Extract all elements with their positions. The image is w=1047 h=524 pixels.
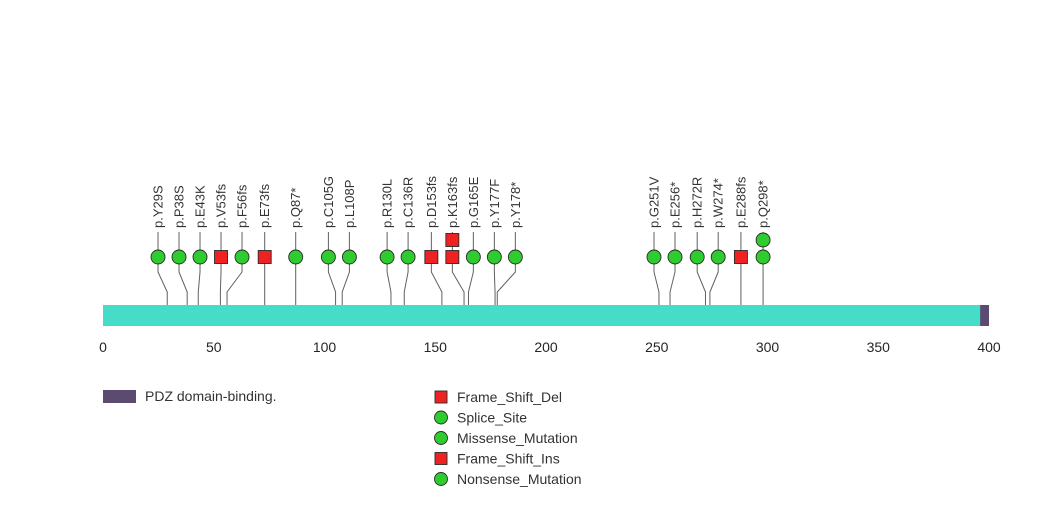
mutation-marker-circle [379,249,395,265]
mutation-marker-circle [667,249,683,265]
mutation-stick [386,232,392,305]
mutation-marker-square [257,250,272,264]
mutation-marker-circle [150,249,166,265]
mutation-stick [219,232,222,305]
protein-bar [103,305,989,326]
axis-tick-label: 300 [756,339,780,355]
mutation-label: p.H272R [690,177,705,228]
mutation-label: p.C136R [401,177,416,228]
mutation-label: p.E43K [193,185,208,228]
axis-tick-label: 250 [645,339,669,355]
mutation-stick [669,232,676,305]
mutation-marker-circle [341,249,357,265]
mutation-stick [696,232,706,305]
mutation-label: p.Y178* [508,182,523,228]
mutation-label: p.Q87* [288,188,303,228]
mutation-label: p.L108P [342,180,357,228]
axis-tick-label: 50 [206,339,222,355]
mutation-marker-circle [400,249,416,265]
mutation-label: p.K163fs [445,176,460,228]
mutation-stick [653,232,660,305]
mutation-label: p.F56fs [235,184,250,228]
mutation-stick [178,232,188,305]
mutation-marker-square [445,233,460,247]
mutation-marker-square [214,250,228,264]
legend-item-label: Frame_Shift_Ins [457,451,560,467]
mutation-stick [467,232,474,305]
mutation-stick [709,232,719,305]
legend-marker-square [434,452,448,465]
legend-marker-circle [434,472,448,486]
mutation-marker-circle [465,249,481,265]
axis-tick-label: 150 [424,339,448,355]
mutation-label: p.Y177F [487,179,502,228]
mutation-marker-square [445,250,460,264]
legend-domain-swatch [103,390,136,403]
protein-domain [980,305,989,326]
mutation-stick [496,232,516,305]
mutation-label: p.R130L [380,179,395,228]
legend-item-label: Missense_Mutation [457,430,578,446]
mutation-label: p.Y29S [151,185,166,228]
mutation-marker-circle [689,249,705,265]
mutation-stick [157,232,168,305]
mutation-label: p.C105G [321,176,336,228]
mutation-stick [403,232,409,305]
mutation-marker-square [424,250,439,264]
mutation-marker-square [733,250,748,264]
mutation-stick [430,232,443,305]
mutation-marker-circle [234,249,250,265]
axis-tick-label: 100 [313,339,337,355]
mutation-marker-circle [320,249,336,265]
legend-item-label: Splice_Site [457,410,527,426]
mutation-marker-circle [486,249,502,265]
mutation-label: p.V53fs [214,183,229,228]
mutation-label: p.E256* [668,182,683,228]
mutation-marker-circle [288,249,304,265]
mutation-marker-circle [507,249,523,265]
mutation-marker-circle [171,249,187,265]
mutation-stick [327,232,337,305]
legend-marker-circle [434,431,448,445]
axis-tick-label: 0 [99,339,107,355]
axis-tick-label: 400 [977,339,1001,355]
mutation-label: p.G165E [466,176,481,228]
mutation-marker-circle [755,232,771,248]
legend-domain-label: PDZ domain-binding. [145,388,277,404]
mutation-label: p.E73fs [257,183,272,228]
legend-marker-circle [434,410,448,425]
mutation-stick [341,232,350,305]
mutation-marker-circle [192,249,208,265]
mutation-label: p.W274* [711,178,726,228]
mutation-label: p.P38S [172,185,187,228]
mutation-marker-circle [710,249,726,265]
mutation-label: p.E288fs [733,176,748,228]
mutation-stick [493,232,496,305]
mutation-stick [226,232,243,305]
mutation-label: p.Q298* [756,180,771,228]
mutation-label: p.G251V [647,176,662,228]
axis-tick-label: 350 [867,339,891,355]
mutation-label: p.D153fs [424,175,439,228]
mutation-stick [197,232,201,305]
mutation-marker-circle [646,249,662,265]
mutation-marker-circle [755,249,771,265]
legend-item-label: Nonsense_Mutation [457,471,582,487]
legend-item-label: Frame_Shift_Del [457,389,562,405]
legend-marker-square [434,390,448,404]
axis-tick-label: 200 [534,339,558,355]
